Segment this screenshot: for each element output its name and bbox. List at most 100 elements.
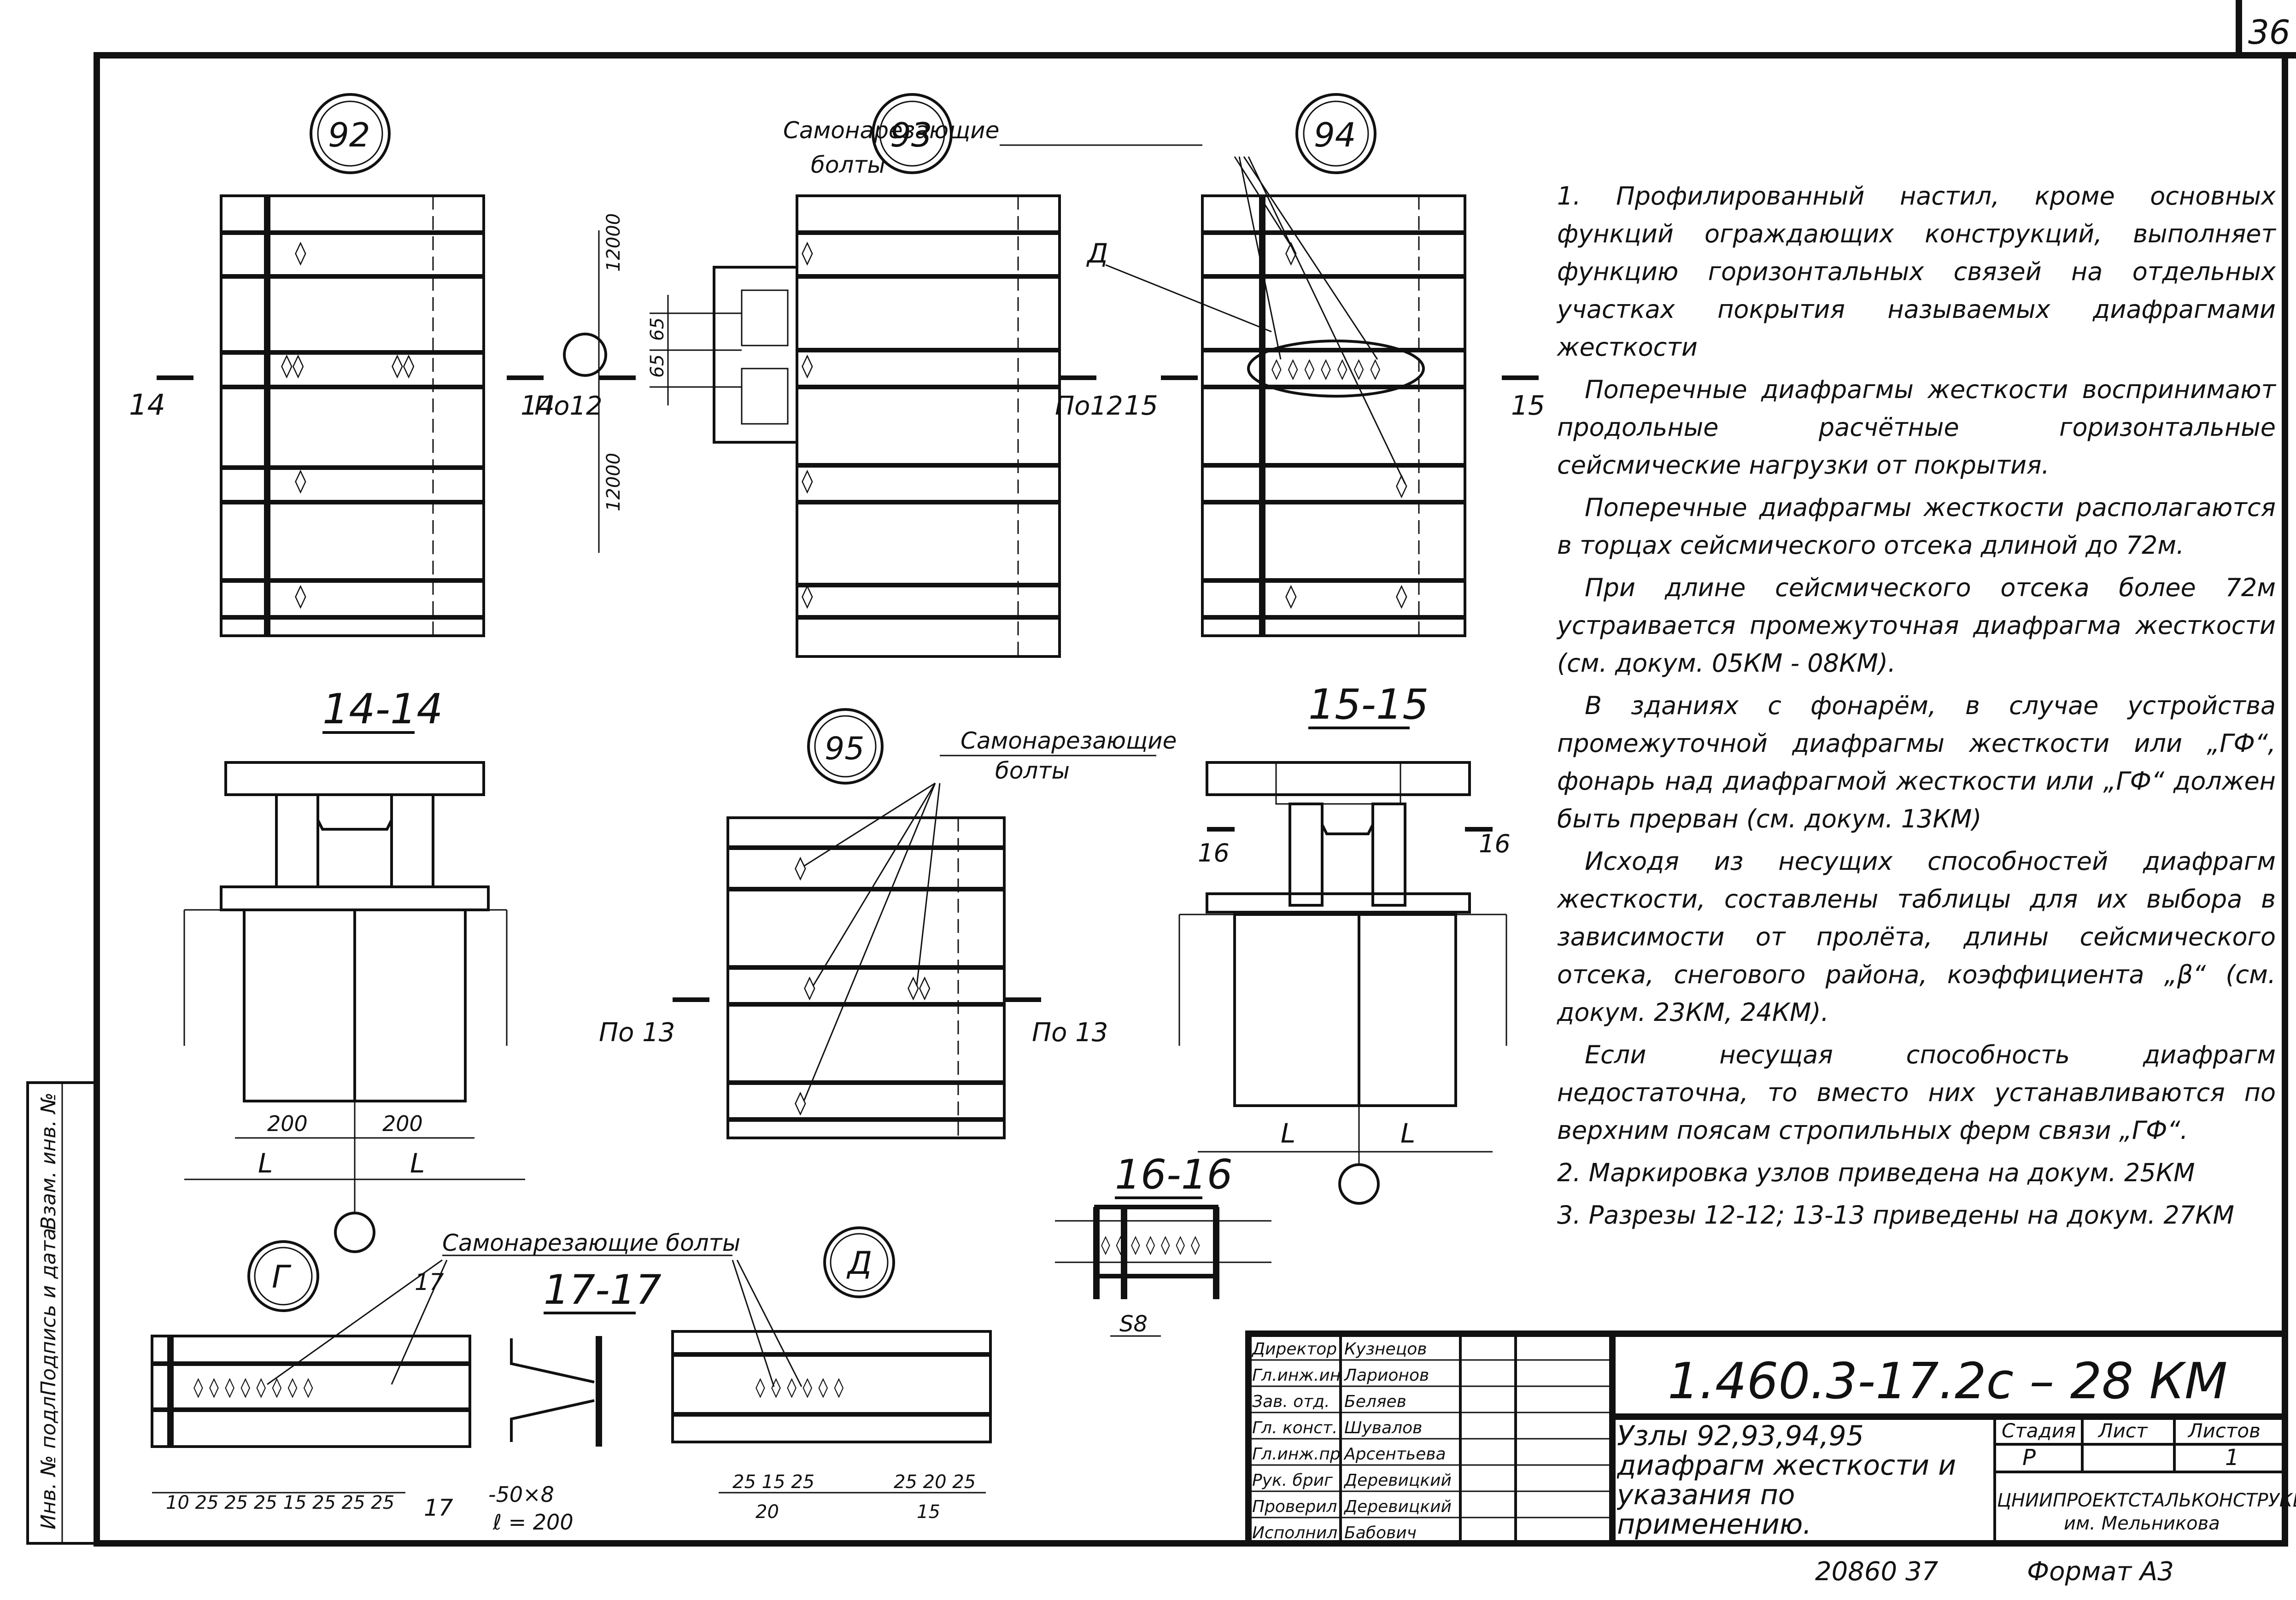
note-3: 3. Разрезы 12-12; 13-13 приведены на док… — [1557, 1201, 2235, 1230]
staff-name: Бабович — [1344, 1524, 1417, 1542]
cut-13: По 13 По 13 — [599, 997, 1108, 1048]
staff-name: Беляев — [1344, 1392, 1406, 1411]
section-16-16: 16-16 ◊ ◊ ◊ ◊ ◊ ◊ ◊ S8 — [1055, 1151, 1271, 1337]
staff-name: Деревицкий — [1343, 1497, 1452, 1516]
note-1c: При длине сейсмического отсека более 72м… — [1557, 573, 2276, 678]
staff-name: Кузнецов — [1344, 1340, 1427, 1359]
note-1: 1. Профилированный настил, кроме основны… — [1557, 182, 2276, 362]
svg-text:◊: ◊ — [795, 1089, 806, 1116]
note-2: 2. Маркировка узлов приведена на докум. … — [1557, 1158, 2195, 1187]
svg-text:Взам. инв. №: Взам. инв. № — [37, 1092, 60, 1230]
node-d: Д ◊ ◊ ◊ ◊ ◊ ◊ 25 15 25 20 25 20 25 15 — [671, 1226, 992, 1523]
svg-text:Стадия: Стадия — [2002, 1419, 2076, 1442]
svg-text:14-14: 14-14 — [322, 685, 443, 733]
svg-text:L: L — [1281, 1118, 1295, 1149]
svg-text:◊: ◊ — [802, 582, 813, 609]
svg-text:15: 15 — [1124, 390, 1158, 421]
svg-text:◊◊: ◊◊ — [908, 974, 931, 1001]
staff-role: Проверил — [1252, 1497, 1337, 1516]
svg-text:◊: ◊ — [795, 854, 806, 881]
note-1a: Поперечные диафрагмы жесткости восприним… — [1557, 375, 2276, 480]
cut-12: По12 По12 — [534, 375, 1123, 421]
svg-text:болты: болты — [811, 152, 885, 178]
application-notes: 1. Профилированный настил, кроме основны… — [1557, 177, 2276, 1239]
drawing-title: Узлы 92,93,94,95 диафрагм жесткости и ук… — [1617, 1421, 1956, 1541]
note-1e: Исходя из несущих способностей диафрагм … — [1557, 847, 2276, 1027]
svg-text:◊: ◊ — [295, 467, 306, 494]
svg-text:14: 14 — [129, 388, 165, 422]
svg-text:12000: 12000 — [603, 453, 624, 511]
svg-text:95: 95 — [825, 731, 865, 767]
svg-text:Листов: Листов — [2187, 1419, 2261, 1442]
svg-text:12000: 12000 — [603, 213, 624, 272]
svg-text:-50×8: -50×8 — [488, 1482, 554, 1507]
section-14-14: 14-14 200 200 L L — [183, 685, 525, 1253]
svg-text:ℓ = 200: ℓ = 200 — [492, 1510, 574, 1535]
document-code: 1.460.3-17.2с – 28 КМ — [1668, 1353, 2227, 1410]
svg-text:Г: Г — [272, 1259, 292, 1295]
svg-text:L: L — [1400, 1118, 1415, 1149]
cut-16: 16 16 — [1198, 827, 1511, 867]
cut-15: 15 15 — [1124, 375, 1545, 421]
svg-text:17: 17 — [424, 1495, 453, 1521]
svg-text:16: 16 — [1198, 838, 1230, 867]
svg-text:Р: Р — [2022, 1445, 2036, 1471]
svg-text:17-17: 17-17 — [544, 1266, 662, 1313]
svg-text:L: L — [258, 1148, 273, 1179]
svg-text:94: 94 — [1314, 116, 1356, 154]
svg-text:93: 93 — [890, 116, 932, 154]
svg-text:17: 17 — [415, 1269, 444, 1295]
svg-text:14: 14 — [521, 390, 555, 421]
svg-text:◊: ◊ — [1285, 582, 1297, 609]
svg-text:им. Мельникова: им. Мельникова — [2064, 1513, 2220, 1534]
node-g: Г Самонарезающие болты ◊ ◊ ◊ ◊ ◊ ◊ ◊ ◊ 1… — [151, 1230, 740, 1521]
svg-text:200: 200 — [267, 1111, 308, 1136]
svg-text:◊: ◊ — [1396, 582, 1407, 609]
svg-text:По12: По12 — [1055, 391, 1123, 421]
svg-text:1: 1 — [2225, 1445, 2239, 1471]
svg-text:L: L — [410, 1148, 425, 1179]
svg-text:Самонарезающие: Самонарезающие — [783, 117, 999, 144]
staff-role: Исполнил — [1252, 1524, 1337, 1542]
node-92: 92 ◊ ◊◊ ◊◊ ◊ ◊ — [220, 93, 485, 637]
svg-text:25 20 25: 25 20 25 — [894, 1471, 976, 1493]
svg-text:◊: ◊ — [802, 239, 813, 266]
note-1d: В зданиях с фонарём, в случае устройства… — [1557, 691, 2276, 833]
staff-role: Рук. бриг — [1252, 1471, 1333, 1490]
svg-text:◊◊: ◊◊ — [281, 352, 304, 379]
format-label: Формат А3 — [2027, 1557, 2174, 1587]
svg-text:◊: ◊ — [295, 239, 306, 266]
staff-role: Гл.инж.ин — [1252, 1366, 1341, 1385]
svg-text:16-16: 16-16 — [1115, 1151, 1233, 1198]
note-1b: Поперечные диафрагмы жесткости располага… — [1557, 493, 2276, 560]
svg-text:◊ ◊ ◊ ◊ ◊ ◊ ◊: ◊ ◊ ◊ ◊ ◊ ◊ ◊ — [1101, 1234, 1200, 1255]
svg-text:◊: ◊ — [802, 352, 813, 379]
section-17-17: 17-17 -50×8 ℓ = 200 — [488, 1266, 662, 1535]
svg-text:◊: ◊ — [802, 467, 813, 494]
staff-name: Деревицкий — [1343, 1471, 1452, 1490]
staff-name: Арсентьева — [1343, 1445, 1446, 1464]
svg-text:Лист: Лист — [2097, 1419, 2148, 1442]
node-93: 93 ◊ ◊ ◊ ◊ 12000 12000 65 65 Самонарезаю… — [563, 93, 1202, 658]
svg-text:16: 16 — [1479, 829, 1511, 858]
svg-text:Д: Д — [846, 1245, 872, 1282]
svg-text:15: 15 — [1511, 390, 1545, 421]
svg-text:10 25 25 25 15 25 25 2: 10 25 25 25 15 25 25 25 — [166, 1492, 394, 1513]
staff-role: Гл. конст. — [1252, 1418, 1337, 1437]
svg-text:◊: ◊ — [295, 582, 306, 609]
organization: ЦНИИПРОЕКТСТАЛЬКОНСТРУКЦИЯ — [1997, 1490, 2296, 1511]
note-1f: Если несущая способность диафрагм недост… — [1557, 1040, 2276, 1145]
svg-text:Д: Д — [1086, 238, 1108, 269]
node-94: 94 ◊ ◊ ◊ ◊ ◊ ◊ ◊ ◊ ◊ ◊ ◊ Д — [1086, 93, 1466, 637]
svg-text:◊◊: ◊◊ — [392, 352, 415, 379]
staff-role: Гл.инж.пр — [1252, 1445, 1341, 1464]
svg-text:65: 65 — [647, 317, 668, 341]
svg-text:25 15 25: 25 15 25 — [732, 1471, 814, 1493]
svg-text:Самонарезающие болты: Самонарезающие болты — [442, 1230, 740, 1256]
svg-text:Подпись и дата: Подпись и дата — [37, 1228, 60, 1396]
svg-text:92: 92 — [328, 116, 370, 154]
node-95: 95 Самонарезающие болты ◊ ◊ ◊◊ ◊ — [726, 708, 1177, 1139]
staff-role: Зав. отд. — [1252, 1392, 1330, 1411]
